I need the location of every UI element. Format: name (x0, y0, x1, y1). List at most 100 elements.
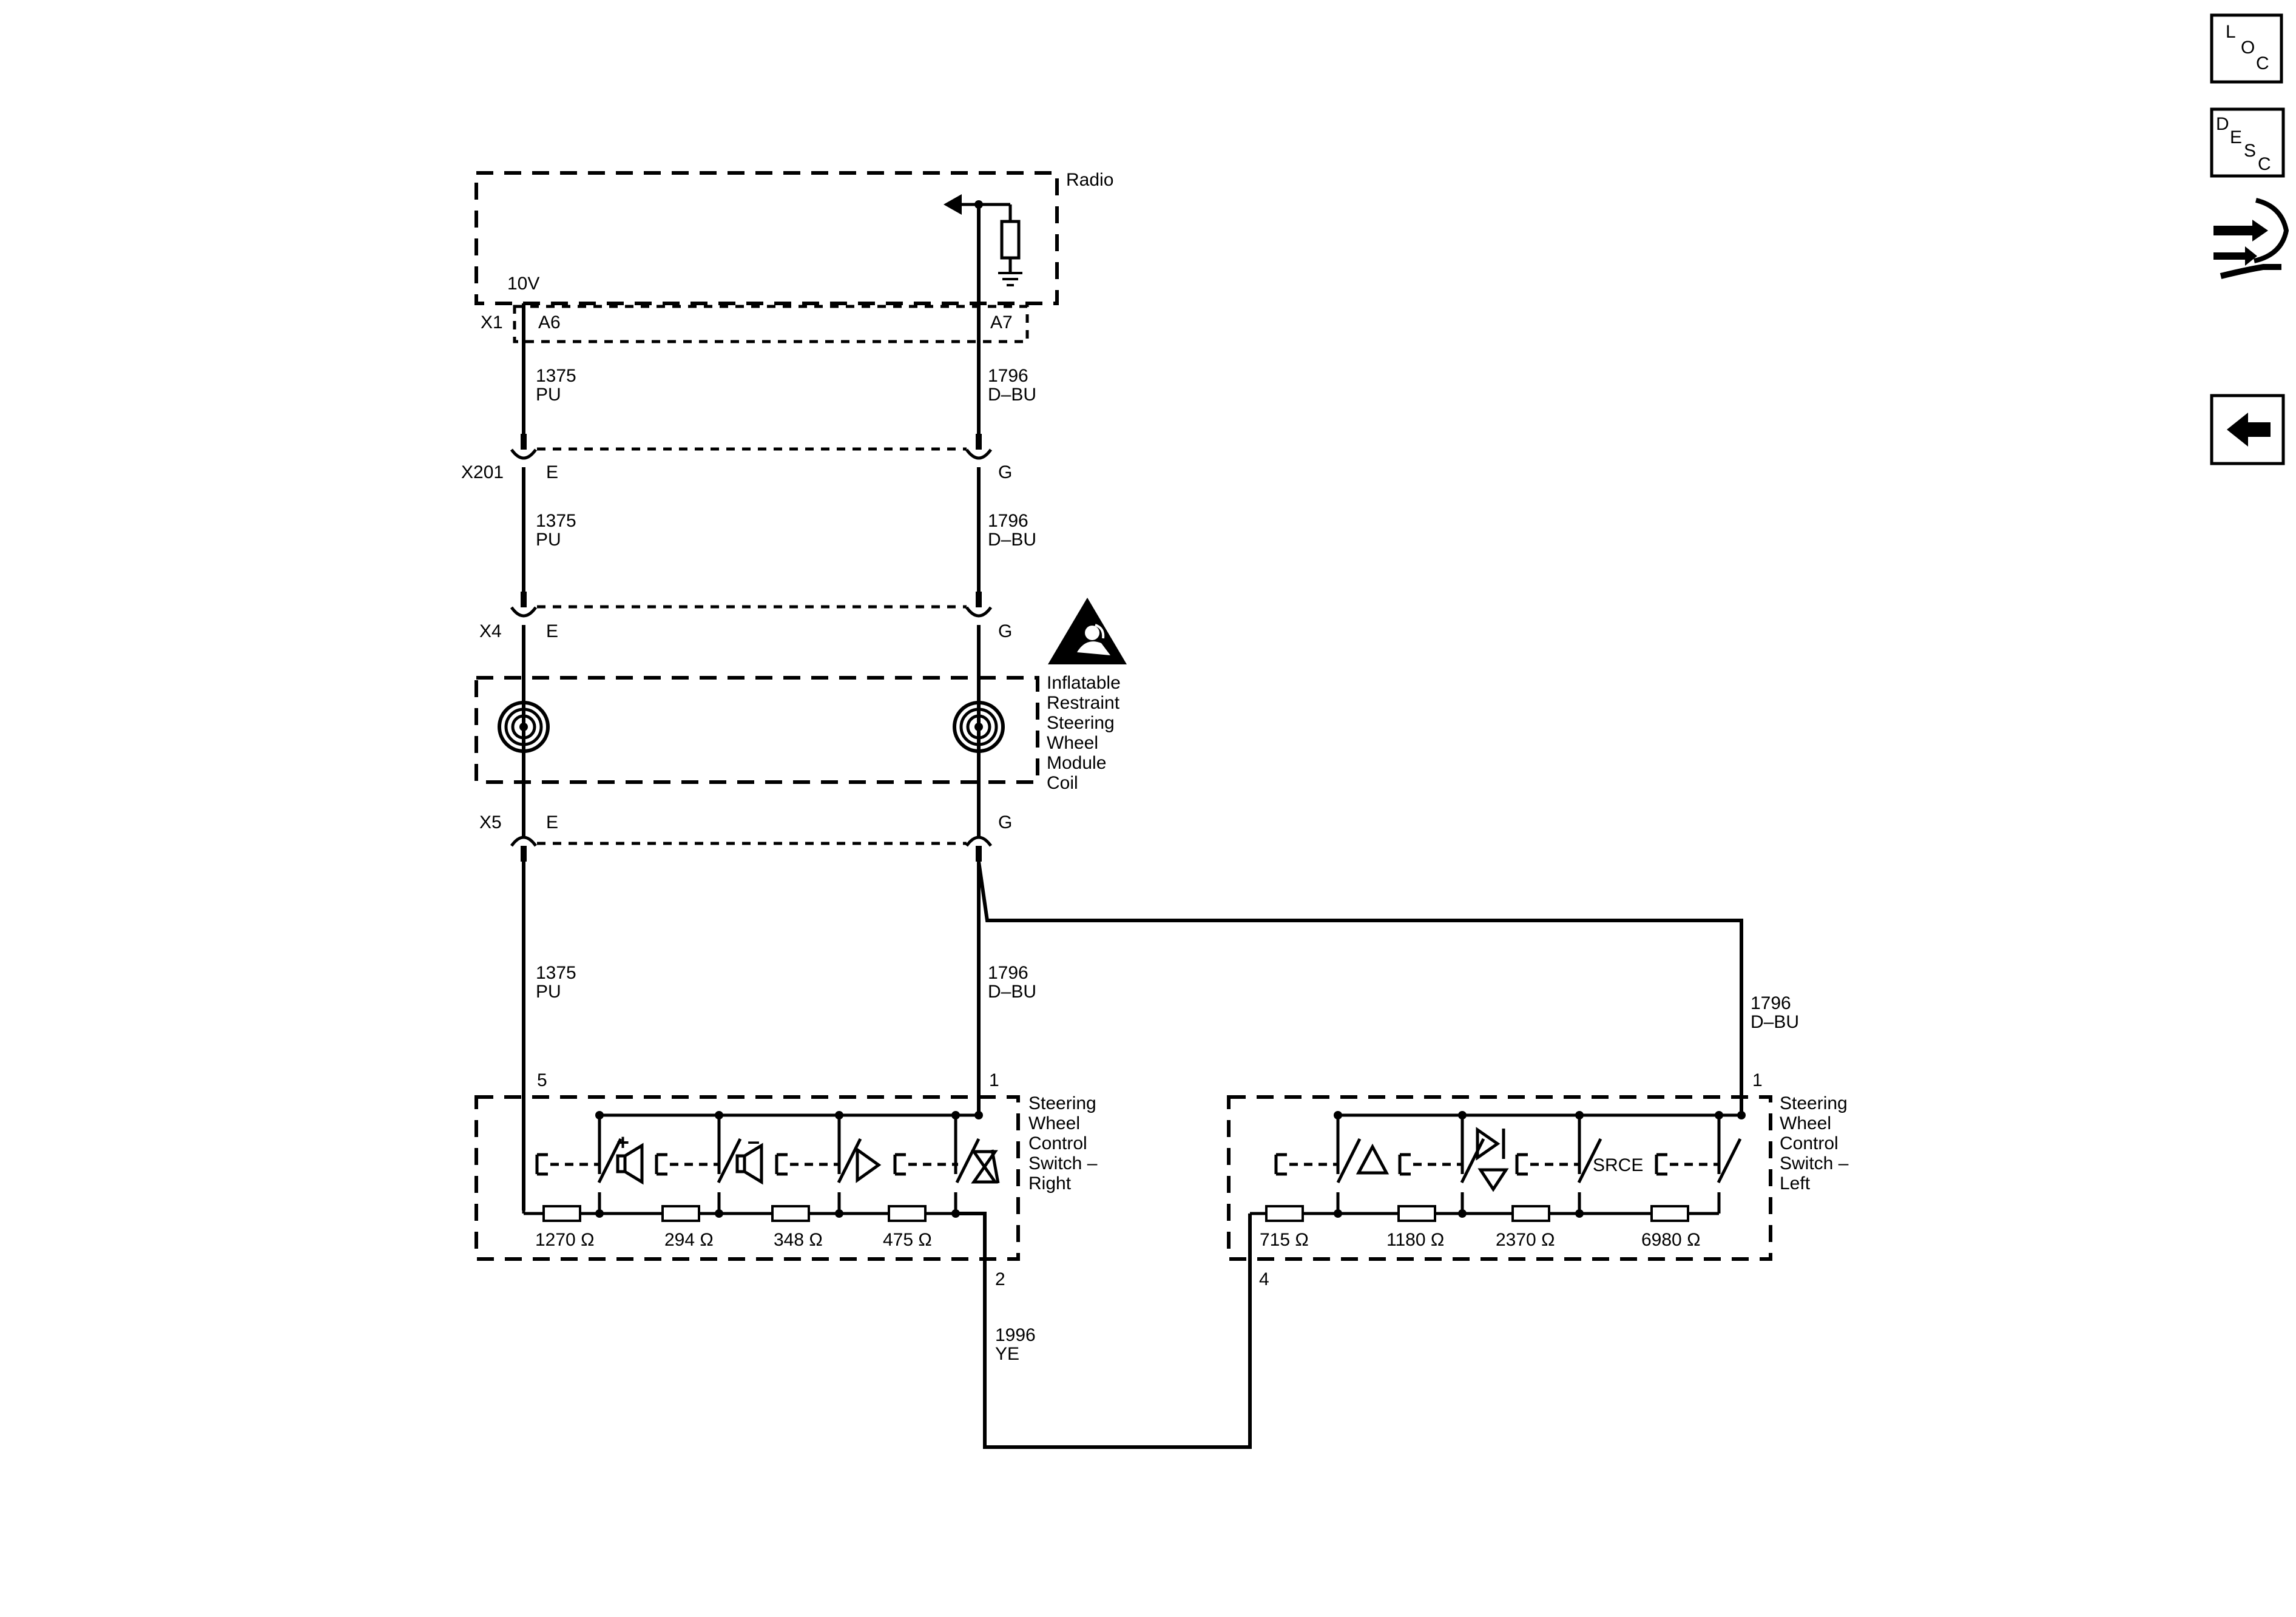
desc-letter: E (2230, 127, 2242, 147)
coil-label-line: Inflatable (1047, 673, 1121, 693)
wire-1796-dbu-branch-left (977, 861, 1743, 1113)
x5-pin-g-label: G (998, 812, 1012, 832)
x5-connector-label: X5 (479, 812, 502, 832)
wire-label-pu: PU (536, 530, 561, 550)
mute-icon (971, 1149, 1000, 1184)
volume-up-switch (657, 1139, 740, 1183)
wire-label-1375: 1375 (536, 366, 576, 386)
up-switch (1276, 1139, 1360, 1183)
volume-down-icon: – (735, 1129, 763, 1185)
wire-label-1375: 1375 (536, 963, 576, 983)
coil-label-line: Module (1047, 753, 1106, 773)
switch-left-label-line: Switch – (1780, 1153, 1849, 1173)
x201-connector-label: X201 (461, 462, 504, 482)
resistor (771, 1205, 810, 1222)
steering-wheel-control-switch-left: 1 4 Steering Wheel Control Switch – Left (1227, 1070, 1849, 1289)
x1-connector-label: X1 (481, 312, 503, 333)
switch-right-label-line: Control (1028, 1133, 1087, 1153)
desc-letter: S (2244, 141, 2256, 161)
switch-right-label-line: Right (1028, 1173, 1072, 1193)
switch-left-pin-4: 4 (1259, 1269, 1269, 1289)
wire-label-dbu: D–BU (988, 530, 1036, 550)
desc-button[interactable]: D E S C (2210, 107, 2285, 178)
resistor (661, 1205, 700, 1222)
coil-outline (474, 676, 1039, 784)
resistor-value-label: 6980 Ω (1641, 1230, 1701, 1250)
down-arrow-icon (1477, 1168, 1509, 1192)
loc-letter: O (2241, 38, 2255, 58)
resistor-value-label: 1270 Ω (535, 1230, 595, 1250)
coil-spiral-icon (499, 703, 548, 751)
x201-connector: X201 E G (461, 434, 1012, 482)
coil-label-line: Restraint (1047, 693, 1120, 713)
resistor (1397, 1205, 1436, 1222)
wire-label-pu: PU (536, 385, 561, 405)
wire-label-pu: PU (536, 982, 561, 1002)
wire-label-dbu: D–BU (988, 385, 1036, 405)
x4-pin-g-label: G (998, 621, 1012, 641)
x5-pin-e-label: E (546, 812, 558, 832)
switch-right-label-line: Wheel (1028, 1113, 1080, 1133)
ground-icon (998, 272, 1022, 286)
switch-right-label-line: Steering (1028, 1093, 1096, 1113)
loc-letter: C (2256, 53, 2269, 73)
down-switch (1517, 1139, 1601, 1183)
coil-label-line: Wheel (1047, 733, 1098, 753)
coil-label-line: Steering (1047, 713, 1115, 733)
switch-left-label-line: Control (1780, 1133, 1838, 1153)
coil-label-line: Coil (1047, 773, 1078, 793)
loc-button[interactable]: L O C (2210, 13, 2283, 84)
volume-down-switch (777, 1139, 860, 1183)
coil-spiral-icon (954, 703, 1003, 751)
loc-letter: L (2226, 22, 2236, 42)
pullup-resistor (1000, 220, 1021, 260)
resistor-value-label: 348 Ω (774, 1230, 823, 1250)
mute-switch (537, 1139, 621, 1183)
back-arrow-icon[interactable] (2210, 394, 2285, 465)
wire-label-dbu: D–BU (988, 982, 1036, 1002)
airbag-warning-icon (1048, 598, 1127, 664)
source-label: SRCE (1593, 1155, 1643, 1175)
switch-right-pin-2: 2 (995, 1269, 1005, 1289)
minus-sign: – (748, 1129, 760, 1153)
connector-tool-icon[interactable] (2213, 198, 2289, 279)
switch-left-label-line: Left (1780, 1173, 1811, 1193)
switch-right-label-line: Switch – (1028, 1153, 1098, 1173)
loc-button-frame (2210, 13, 2283, 84)
wire-label-1375: 1375 (536, 511, 576, 531)
desc-letter: C (2258, 154, 2271, 174)
resistor-value-label: 1180 Ω (1386, 1230, 1444, 1250)
x201-pin-e-label: E (546, 462, 558, 482)
clockspring-coil: Inflatable Restraint Steering Wheel Modu… (474, 673, 1121, 793)
resistor-value-label: 294 Ω (664, 1230, 714, 1250)
seek-icon (856, 1147, 882, 1183)
radio-internal-circuit (944, 194, 1022, 286)
resistor-value-label: 2370 Ω (1496, 1230, 1555, 1250)
radio-voltage-label: 10V (507, 274, 539, 294)
source-switch (1656, 1139, 1740, 1183)
seek-switch (895, 1139, 979, 1183)
switch-right-pin-1: 1 (989, 1070, 999, 1090)
x1-pin-a6-label: A6 (538, 312, 561, 333)
back-button-frame (2210, 394, 2285, 465)
x1-pin-a7-label: A7 (990, 312, 1013, 333)
volume-up-icon: + (616, 1130, 644, 1185)
up-arrow-icon (1356, 1143, 1389, 1175)
wire-label-ye: YE (995, 1344, 1019, 1364)
radio-outline (474, 171, 1059, 305)
desc-letter: D (2216, 114, 2229, 134)
wire-label-dbu: D–BU (1751, 1012, 1799, 1032)
wire-label-1796: 1796 (988, 366, 1028, 386)
resistor-value-label: 715 Ω (1260, 1230, 1309, 1250)
radio-label: Radio (1066, 170, 1113, 190)
wire-1796-dbu (977, 204, 1743, 1113)
resistor (1511, 1205, 1550, 1222)
switch-left-label-line: Wheel (1780, 1113, 1831, 1133)
steering-wheel-control-switch-right: 5 1 2 Steering Wheel Control Switch – Ri… (474, 1070, 1098, 1444)
x4-connector: X4 E G (479, 592, 1012, 641)
wire-1996-ye: 1996 YE (983, 1259, 1252, 1449)
resistor (542, 1205, 581, 1222)
switch-right-pin-5: 5 (537, 1070, 547, 1090)
wire-label-1796: 1796 (988, 511, 1028, 531)
x4-connector-label: X4 (479, 621, 502, 641)
